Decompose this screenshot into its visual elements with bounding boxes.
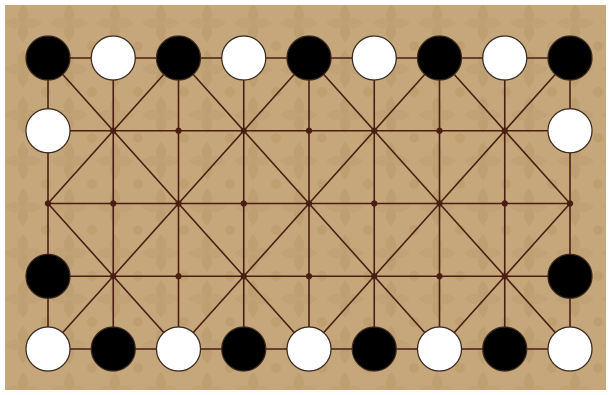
intersection-point[interactable] [371,273,377,279]
black-piece[interactable] [483,327,527,371]
intersection-point[interactable] [436,128,442,134]
intersection-point[interactable] [436,200,442,206]
intersection-point[interactable] [371,128,377,134]
intersection-point[interactable] [567,200,573,206]
intersection-point[interactable] [306,200,312,206]
intersection-point[interactable] [110,273,116,279]
intersection-point[interactable] [175,128,181,134]
intersection-point[interactable] [502,200,508,206]
white-piece[interactable] [287,327,331,371]
black-piece[interactable] [352,327,396,371]
intersection-point[interactable] [110,128,116,134]
white-piece[interactable] [352,36,396,80]
white-piece[interactable] [418,327,462,371]
intersection-point[interactable] [436,273,442,279]
intersection-point[interactable] [502,128,508,134]
black-piece[interactable] [418,36,462,80]
intersection-point[interactable] [241,200,247,206]
white-piece[interactable] [548,109,592,153]
intersection-point[interactable] [175,200,181,206]
intersection-point[interactable] [175,273,181,279]
white-piece[interactable] [26,327,70,371]
intersection-point[interactable] [45,200,51,206]
black-piece[interactable] [287,36,331,80]
white-piece[interactable] [157,327,201,371]
black-piece[interactable] [26,254,70,298]
intersection-point[interactable] [371,200,377,206]
intersection-point[interactable] [241,273,247,279]
black-piece[interactable] [157,36,201,80]
black-piece[interactable] [26,36,70,80]
intersection-point[interactable] [306,273,312,279]
black-piece[interactable] [548,254,592,298]
intersection-point[interactable] [306,128,312,134]
black-piece[interactable] [548,36,592,80]
intersection-point[interactable] [110,200,116,206]
white-piece[interactable] [548,327,592,371]
white-piece[interactable] [483,36,527,80]
intersection-point[interactable] [241,128,247,134]
black-piece[interactable] [222,327,266,371]
black-piece[interactable] [91,327,135,371]
intersection-point[interactable] [502,273,508,279]
white-piece[interactable] [26,109,70,153]
white-piece[interactable] [222,36,266,80]
white-piece[interactable] [91,36,135,80]
